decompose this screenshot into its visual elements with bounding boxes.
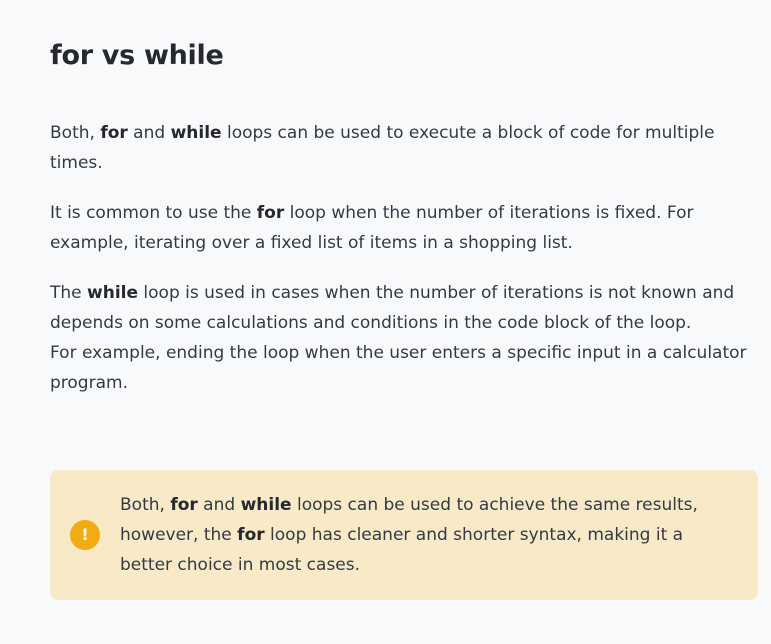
keyword-for: for [256, 203, 285, 223]
keyword-while: while [87, 283, 139, 303]
callout-segment: loops can be used to achieve the same re… [120, 495, 698, 545]
paragraph-text: Both, [50, 123, 101, 143]
page-title: for vs while [50, 40, 224, 71]
paragraph-text: The [50, 283, 88, 303]
exclamation-icon: ! [70, 520, 100, 550]
info-callout: ! Both, for and while loops can be used … [50, 470, 758, 600]
paragraph-text: loop when the number of iterations is fi… [50, 203, 694, 253]
callout-segment: loop has cleaner and shorter syntax, mak… [120, 525, 684, 575]
keyword-while: while [170, 123, 222, 143]
paragraph-for-while-intro: Both, for and while loops can be used to… [50, 118, 754, 178]
paragraph-text: loops can be used to execute a block of … [50, 123, 715, 173]
paragraph-for-usage: It is common to use the for loop when th… [50, 198, 754, 258]
paragraph-while-usage: The while loop is used in cases when the… [50, 278, 754, 398]
paragraph-text: It is common to use the [50, 203, 257, 223]
paragraph-text: loop is used in cases when the number of… [50, 283, 735, 333]
article-body: Both, for and while loops can be used to… [50, 118, 754, 418]
keyword-for: for [237, 525, 265, 545]
keyword-while: while [240, 495, 292, 515]
callout-text: Both, for and while loops can be used to… [120, 490, 740, 580]
callout-segment: Both, [120, 495, 171, 515]
keyword-for: for [100, 123, 128, 143]
keyword-for: for [170, 495, 198, 515]
paragraph-text: and [127, 123, 171, 143]
callout-segment: and [197, 495, 241, 515]
paragraph-text: For example, ending the loop when the us… [50, 343, 747, 393]
